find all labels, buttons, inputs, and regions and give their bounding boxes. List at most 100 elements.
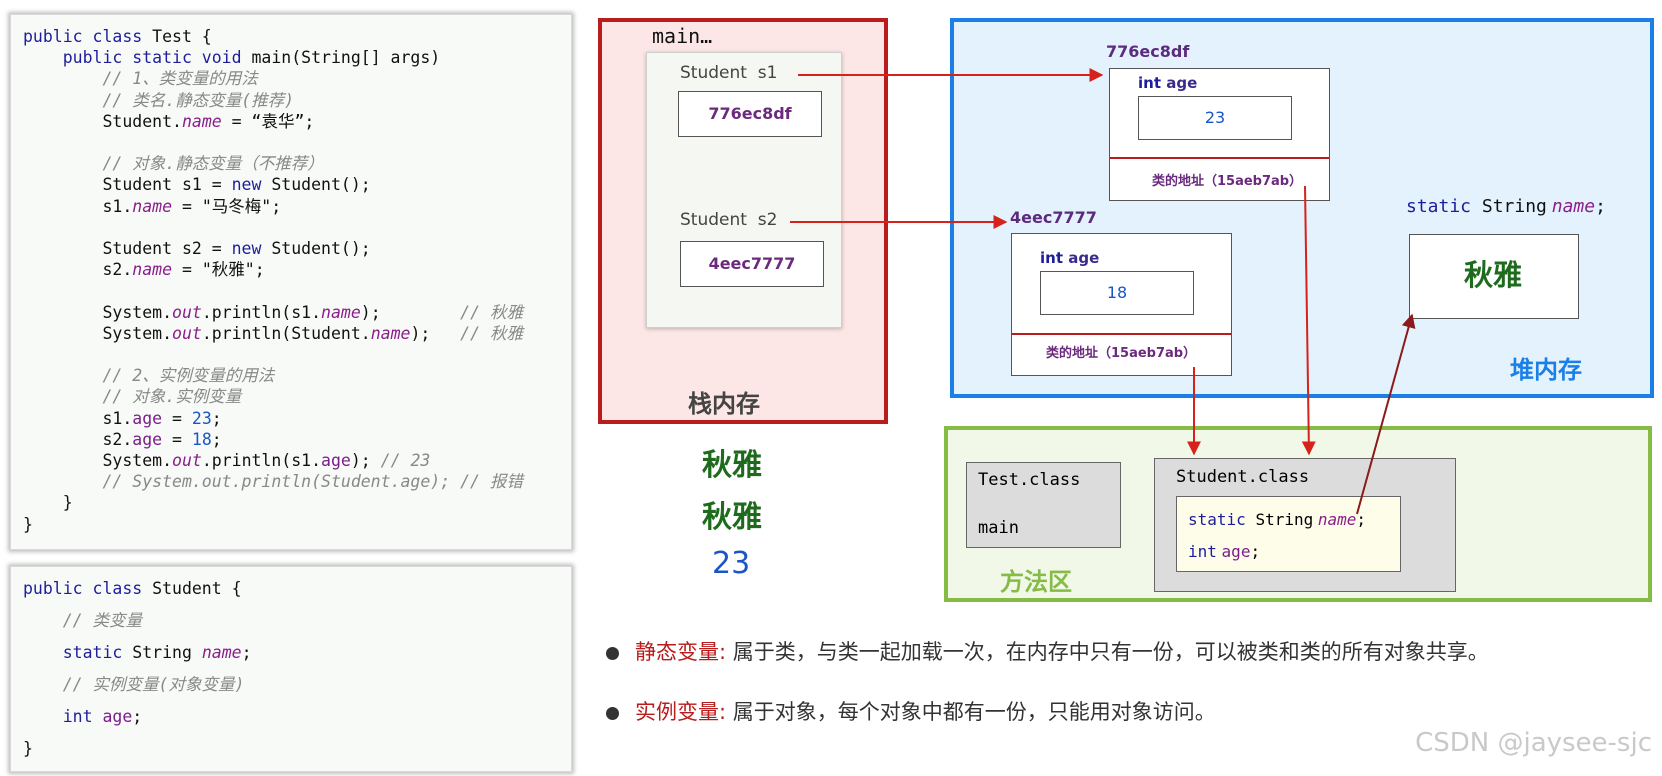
code-token: Student s1 = [23, 175, 232, 195]
code-token: // 2、实例变量的用法 [23, 366, 275, 386]
code-token: // 秋雅 [460, 323, 523, 343]
output-line-1: 秋雅 [702, 448, 762, 483]
code-token: int [23, 707, 103, 726]
code-line: // 类名.静态变量(推荐) [23, 91, 294, 111]
test-class-method: main [978, 518, 1019, 538]
output-line-3: 23 [712, 546, 751, 581]
note-static-text: 属于类，与类一起加载一次，在内存中只有一份，可以被类和类的所有对象共享。 [726, 640, 1489, 664]
code-token: name [181, 111, 222, 131]
s2-reference-box: 4eec7777 [680, 241, 824, 287]
test-class-box [966, 462, 1121, 548]
code-token: Student(); [261, 175, 371, 195]
code-line: // 1、类变量的用法 [23, 69, 257, 89]
object2-field-label: int age [1040, 249, 1099, 267]
code-token: name [201, 643, 242, 662]
code-token: new [231, 175, 262, 195]
code-token: age [132, 408, 163, 428]
code-token: ; [211, 429, 222, 449]
code-line: } [23, 739, 33, 759]
code-line: Student.name = “袁华”; [23, 112, 314, 132]
code-line: public class Student { [23, 579, 242, 599]
code-token: Student { [152, 579, 242, 598]
code-token: Student(); [261, 239, 371, 258]
code-token: // 23 [380, 451, 431, 470]
field1-semicolon: ; [1356, 510, 1367, 529]
code-token: main(String[] args) [251, 48, 441, 68]
stack-frame-title: main… [652, 24, 713, 48]
object2-class-address: 类的地址（15aeb7ab） [1046, 346, 1197, 361]
code-token: 23 [191, 408, 212, 428]
note-instance-key: 实例变量: [635, 700, 727, 724]
code-line: public class Test { [23, 27, 212, 47]
object1-class-address: 类的地址（15aeb7ab） [1152, 174, 1303, 189]
student-class-name: Student.class [1176, 467, 1310, 487]
code-token: } [23, 739, 33, 758]
static-keyword: static [1406, 196, 1472, 217]
code-token: // 实例变量(对象变量) [23, 675, 245, 694]
code-token: // 对象.静态变量（不推荐） [23, 154, 324, 174]
s2-variable-label: Student s2 [680, 210, 778, 230]
code-token: .println(s1. [201, 451, 322, 470]
student-class-fields-box [1176, 496, 1401, 572]
code-token: System. [23, 302, 173, 322]
s1-variable-label: Student s1 [680, 63, 778, 83]
field2-keyword: int [1188, 542, 1217, 561]
test-code-panel: public class Test { public static void m… [10, 14, 572, 550]
object2-field-name: age [1068, 249, 1100, 267]
code-token: out [172, 302, 202, 322]
code-token: new [231, 239, 262, 258]
static-field-declaration: static String name; [1406, 196, 1606, 217]
code-line: s2.age = 18; [23, 429, 222, 450]
static-semicolon: ; [1595, 196, 1606, 217]
code-line: // System.out.println(Student.age); // 报… [23, 472, 523, 492]
code-line: // 2、实例变量的用法 [23, 366, 274, 386]
code-token: // 类变量 [23, 611, 143, 630]
field1-type: String [1255, 510, 1314, 529]
static-name: name [1551, 196, 1596, 217]
code-line: // 类变量 [23, 611, 142, 631]
code-line: System.out.println(Student.name); // 秋雅 [23, 323, 523, 344]
code-token: name [132, 196, 173, 216]
code-token: ; [241, 643, 252, 662]
object2-age-value: 18 [1040, 271, 1194, 315]
code-line: Student s2 = new Student(); [23, 239, 371, 259]
code-token: = "马冬梅"; [172, 196, 282, 216]
code-line: int age; [23, 707, 143, 727]
code-token: Student s2 = [23, 239, 232, 258]
code-line: // 对象.实例变量 [23, 387, 241, 407]
field1-name: name [1317, 510, 1357, 529]
arrow-class-to-static-field [1356, 313, 1416, 515]
code-token: static [23, 643, 133, 662]
student-class-field-2: int age; [1188, 542, 1260, 561]
test-class-name: Test.class [978, 470, 1081, 490]
bullet-icon [606, 706, 619, 720]
code-token: // System.out.println(Student.age); // 报… [23, 472, 523, 492]
code-token: out [172, 323, 202, 343]
field2-name: age [1221, 542, 1251, 561]
note-instance-variable: 实例变量: 属于对象，每个对象中都有一份，只能用对象访问。 [606, 696, 1216, 726]
code-token: s2. [23, 260, 133, 280]
note-instance-text: 属于对象，每个对象中都有一份，只能用对象访问。 [726, 700, 1216, 724]
code-token: public static void [23, 48, 252, 68]
code-token: public class [23, 579, 153, 598]
output-line-2: 秋雅 [702, 500, 762, 535]
static-type: String [1481, 196, 1547, 217]
code-token: name [370, 323, 411, 343]
code-line: } [23, 515, 33, 535]
code-token: s1. [23, 408, 133, 428]
code-token: s1. [23, 196, 133, 216]
note-static-key: 静态变量: [635, 640, 727, 664]
bullet-icon [606, 646, 619, 660]
arrow-object1-to-class [1301, 185, 1316, 456]
code-token: String [132, 643, 202, 662]
code-token: age [321, 451, 351, 470]
code-token: ; [132, 707, 143, 726]
object2-address: 4eec7777 [1010, 208, 1097, 227]
code-line: public static void main(String[] args) [23, 48, 441, 68]
code-token: } [23, 493, 73, 513]
object1-field-name: age [1166, 74, 1198, 92]
code-token: s2. [23, 429, 133, 449]
code-token: .println(Student. [201, 323, 371, 343]
code-token: age [132, 429, 163, 449]
